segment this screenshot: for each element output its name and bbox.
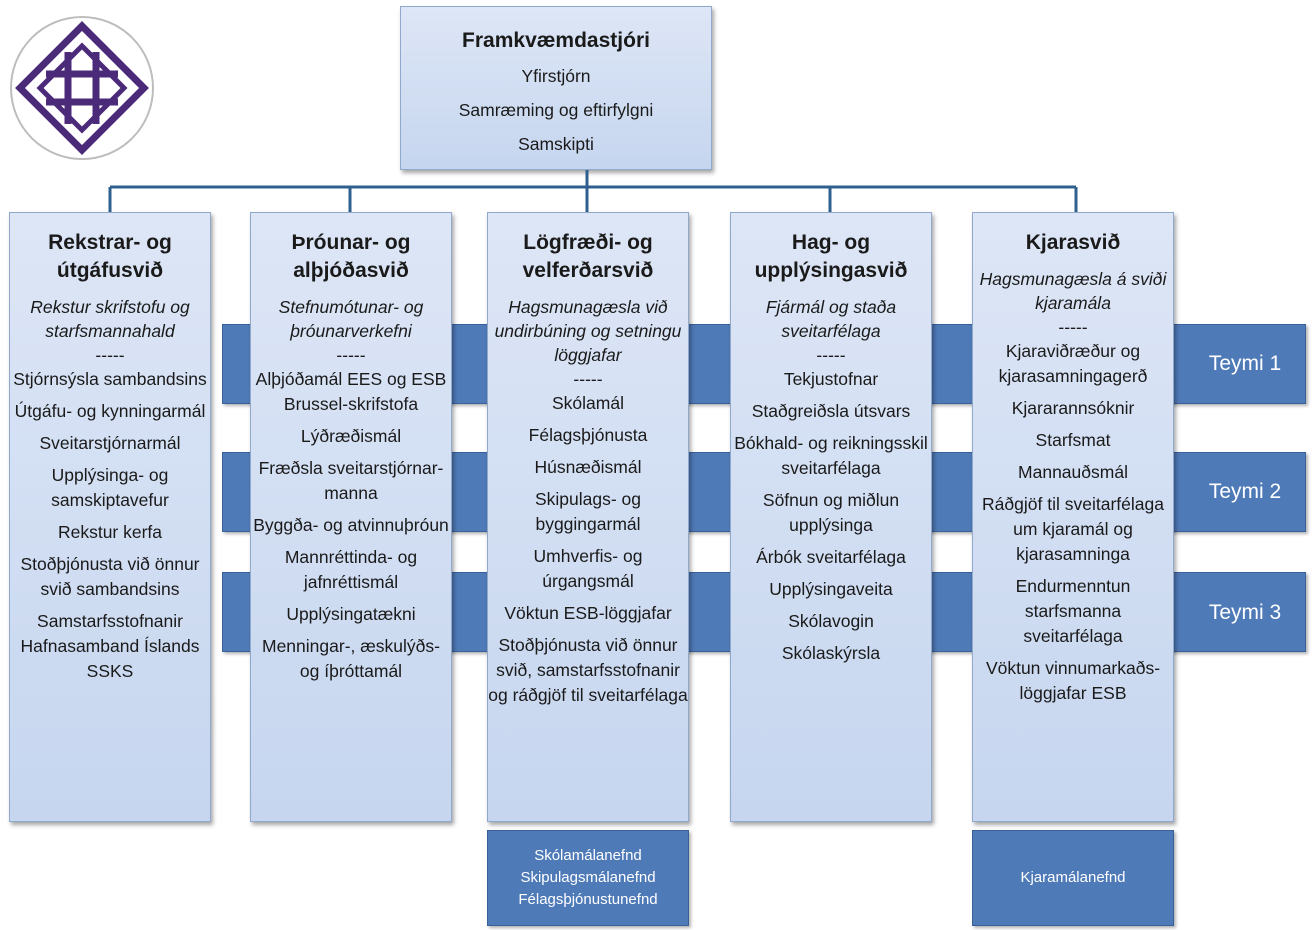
division-item: Skólamál bbox=[552, 393, 624, 413]
division-item: Skipulags- og byggingarmál bbox=[534, 489, 642, 534]
division-item: Endurmenntun starfsmanna sveitarfélaga bbox=[1015, 576, 1131, 646]
division-title: Lögfræði- og velferðarsvið bbox=[522, 231, 654, 282]
division-title: Rekstrar- og útgáfusvið bbox=[48, 231, 172, 282]
division-item: Árbók sveitarfélaga bbox=[756, 547, 906, 567]
ceo-line: Samræming og eftirfylgni bbox=[458, 100, 654, 120]
division-item: Kjararannsóknir bbox=[1011, 398, 1135, 418]
committee-box-kjara: Kjaramálanefnd bbox=[972, 830, 1174, 926]
committee-box-velferd: Skólamálanefnd Skipulagsmálanefnd Félags… bbox=[487, 830, 689, 926]
division-item: Samstarfsstofnanir Hafnasamband Íslands … bbox=[20, 611, 200, 681]
division-item: Stoðþjónusta við önnur svið sambandsins bbox=[20, 554, 200, 599]
division-item: Menningar-, æskulýðs- og íþróttamál bbox=[262, 636, 440, 681]
division-item: Húsnæðismál bbox=[534, 457, 642, 477]
division-title: Kjarasvið bbox=[1025, 231, 1121, 254]
division-description: Rekstur skrifstofu og starfsmannahald bbox=[30, 297, 190, 341]
team-label-3: Teymi 3 bbox=[1208, 601, 1282, 624]
division-item: Upplýsinga- og samskiptavefur bbox=[51, 465, 169, 510]
division-title: Hag- og upplýsingasvið bbox=[754, 231, 908, 282]
division-item: Mannréttinda- og jafnréttismál bbox=[284, 547, 418, 592]
division-item: Lýðræðismál bbox=[300, 426, 402, 446]
division-item: Fræðsla sveitarstjórnar-manna bbox=[258, 458, 444, 503]
division-box-rekstur: Rekstrar- og útgáfusvið Rekstur skrifsto… bbox=[9, 212, 211, 822]
division-item: Starfsmat bbox=[1035, 430, 1111, 450]
division-description: Hagsmunagæsla á sviði kjaramála bbox=[979, 269, 1167, 313]
division-item: Söfnun og miðlun upplýsinga bbox=[762, 490, 900, 535]
division-description: Stefnumótunar- og þróunarverkefni bbox=[278, 297, 424, 341]
committee-name: Skólamálanefnd bbox=[534, 847, 642, 864]
committee-name: Skipulagsmálanefnd bbox=[520, 869, 656, 886]
division-item: Stjórnsýsla sambandsins bbox=[13, 369, 207, 389]
division-box-hag: Hag- og upplýsingasvið Fjármál og staða … bbox=[730, 212, 932, 822]
division-item: Skólaskýrsla bbox=[781, 643, 881, 663]
division-item: Sveitarstjórnarmál bbox=[39, 433, 181, 453]
division-box-kjara: Kjarasvið Hagsmunagæsla á sviði kjaramál… bbox=[972, 212, 1174, 822]
interlaced-diamond-knot-icon bbox=[10, 16, 154, 160]
division-item: Upplýsingatækni bbox=[286, 604, 416, 624]
division-item: Upplýsingaveita bbox=[769, 579, 893, 599]
separator: ----- bbox=[816, 345, 846, 365]
ceo-title: Framkvæmdastjóri bbox=[462, 29, 650, 52]
division-item: Vöktun vinnumarkaðs-löggjafar ESB bbox=[985, 658, 1161, 703]
division-box-throun: Þróunar- og alþjóðasvið Stefnumótunar- o… bbox=[250, 212, 452, 822]
ceo-line: Yfirstjórn bbox=[521, 66, 591, 86]
division-item: Rekstur kerfa bbox=[57, 522, 163, 542]
separator: ----- bbox=[1058, 317, 1088, 337]
separator: ----- bbox=[95, 345, 125, 365]
division-item: Byggða- og atvinnuþróun bbox=[253, 515, 449, 535]
committee-name: Félagsþjónustunefnd bbox=[518, 891, 658, 908]
separator: ----- bbox=[336, 345, 366, 365]
team-label-2: Teymi 2 bbox=[1208, 480, 1282, 503]
division-item: Staðgreiðsla útsvars bbox=[751, 401, 911, 421]
ceo-line: Samskipti bbox=[518, 134, 594, 154]
division-title: Þróunar- og alþjóðasvið bbox=[291, 231, 411, 282]
separator: ----- bbox=[573, 369, 603, 389]
division-item: Alþjóðamál EES og ESB Brussel-skrifstofa bbox=[255, 369, 447, 414]
ceo-box: Framkvæmdastjóri Yfirstjórn Samræming og… bbox=[400, 6, 712, 170]
division-item: Útgáfu- og kynningarmál bbox=[14, 401, 206, 421]
division-description: Hagsmunagæsla við undirbúning og setning… bbox=[494, 297, 682, 365]
division-item: Tekjustofnar bbox=[783, 369, 879, 389]
logo bbox=[8, 14, 156, 162]
division-item: Félagsþjónusta bbox=[528, 425, 648, 445]
division-item: Vöktun ESB-löggjafar bbox=[504, 603, 672, 623]
division-item: Umhverfis- og úrgangsmál bbox=[533, 546, 643, 591]
team-label-1: Teymi 1 bbox=[1208, 352, 1282, 375]
division-item: Skólavogin bbox=[788, 611, 874, 631]
division-item: Bókhald- og reikningsskil sveitarfélaga bbox=[734, 433, 928, 478]
division-description: Fjármál og staða sveitarfélaga bbox=[765, 297, 897, 341]
division-box-logfraedi: Lögfræði- og velferðarsvið Hagsmunagæsla… bbox=[487, 212, 689, 822]
division-item: Kjaraviðræður og kjarasamningagerð bbox=[998, 341, 1148, 386]
division-item: Mannauðsmál bbox=[1018, 462, 1128, 482]
division-item: Ráðgjöf til sveitarfélaga um kjaramál og… bbox=[982, 494, 1164, 564]
committee-name: Kjaramálanefnd bbox=[1020, 869, 1126, 886]
division-item: Stoðþjónusta við önnur svið, samstarfsst… bbox=[488, 635, 688, 705]
